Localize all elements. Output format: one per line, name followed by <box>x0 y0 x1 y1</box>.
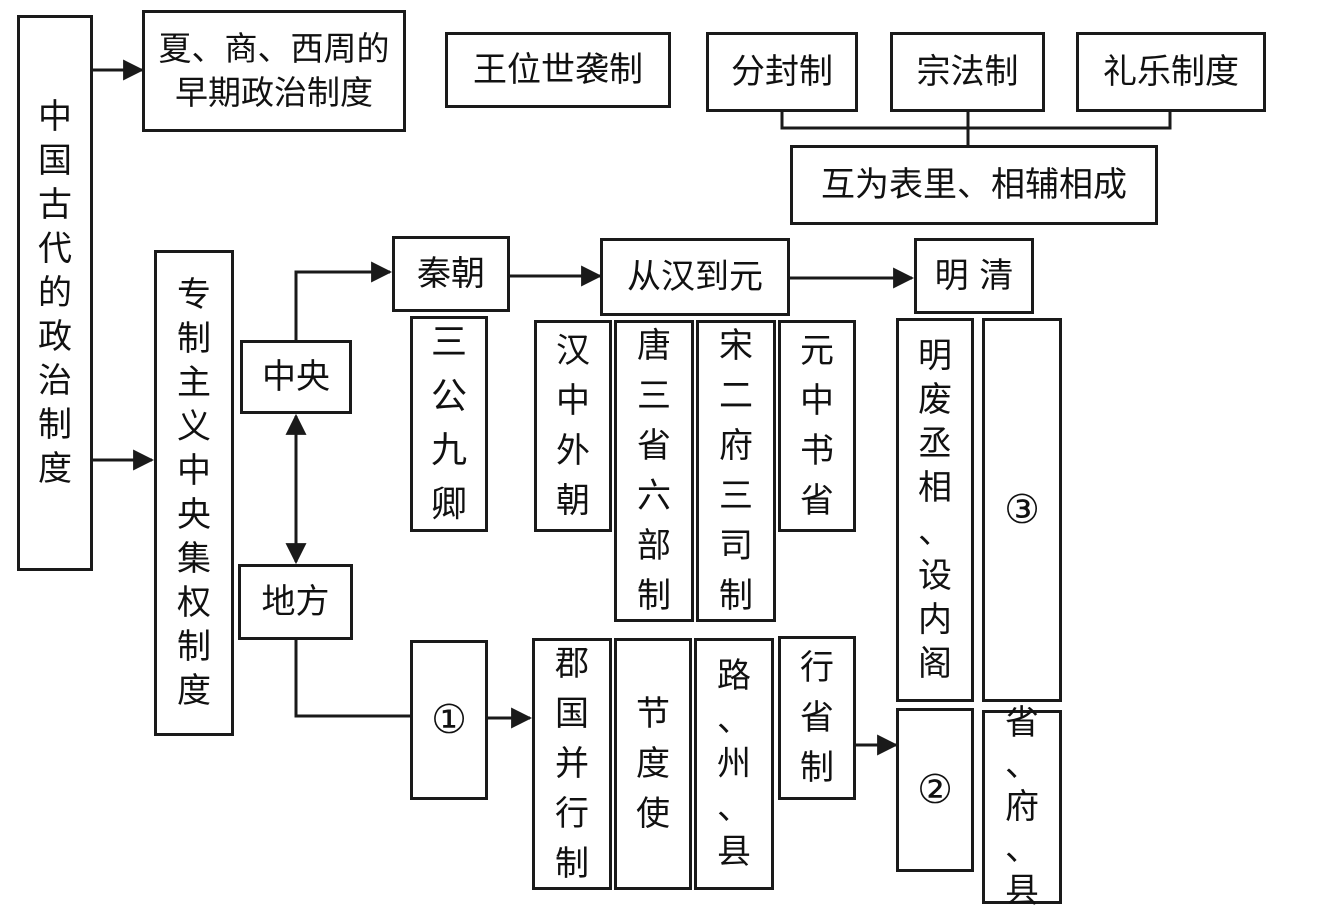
central-han-label: 汉 中 外 朝 <box>556 331 590 521</box>
central-song-box: 宋 二 府 三 司 制 <box>696 320 776 622</box>
bracket-three-systems <box>780 112 1172 130</box>
early-label: 夏、商、西周的 早期政治制度 <box>158 29 390 112</box>
era-mingqing-label: 明 清 <box>934 256 1014 296</box>
era-hanyuan-label: 从汉到元 <box>627 257 763 297</box>
local-xingsheng-box: 行 省 制 <box>778 636 856 800</box>
central-qin-label: 三 公 九 卿 <box>430 322 467 525</box>
era-hanyuan-box: 从汉到元 <box>600 238 790 316</box>
local-blank-2-label: ② <box>917 767 953 813</box>
local-label: 地方 <box>261 582 330 622</box>
root-label: 中 国 古 代 的 政 治 制 度 <box>38 97 72 489</box>
root-box: 中 国 古 代 的 政 治 制 度 <box>17 15 93 571</box>
local-lu-box: 路 、 州 、 县 <box>694 638 774 890</box>
early-item-label: 王位世袭制 <box>473 50 643 90</box>
autocracy-label: 专 制 主 义 中 央 集 权 制 度 <box>177 275 211 711</box>
early-box: 夏、商、西周的 早期政治制度 <box>142 10 406 132</box>
local-blank-1-label: ① <box>431 697 467 743</box>
arrow-central-to-qin <box>294 261 393 340</box>
central-ming-label: 明 废 丞 相 、 设 内 阁 <box>918 336 952 684</box>
era-qin-box: 秦朝 <box>392 236 510 312</box>
early-item-label: 礼乐制度 <box>1103 52 1239 92</box>
relation-box: 互为表里、相辅相成 <box>790 145 1158 225</box>
early-item-label: 分封制 <box>731 52 833 92</box>
central-yuan-box: 元 中 书 省 <box>778 320 856 532</box>
central-han-box: 汉 中 外 朝 <box>534 320 612 532</box>
local-jun-box: 郡 国 并 行 制 <box>532 638 612 890</box>
central-ming-box: 明 废 丞 相 、 设 内 阁 <box>896 318 974 702</box>
central-blank-3-label: ③ <box>1004 487 1040 533</box>
local-sheng-box: 省 、 府 、 县 <box>982 703 1062 911</box>
central-tang-label: 唐 三 省 六 部 制 <box>637 326 671 616</box>
central-blank-3-box: ③ <box>982 318 1062 702</box>
era-mingqing-box: 明 清 <box>914 238 1034 314</box>
local-blank-1-box: ① <box>410 640 488 800</box>
early-item-box: 宗法制 <box>890 32 1045 112</box>
central-box: 中央 <box>240 340 352 414</box>
early-item-label: 宗法制 <box>916 52 1019 92</box>
local-lu-label: 路 、 州 、 县 <box>717 656 751 872</box>
early-item-box: 礼乐制度 <box>1076 32 1266 112</box>
autocracy-box: 专 制 主 义 中 央 集 权 制 度 <box>154 250 234 736</box>
central-tang-box: 唐 三 省 六 部 制 <box>614 320 694 622</box>
local-jun-label: 郡 国 并 行 制 <box>555 644 589 884</box>
local-jiedu-box: 节 度 使 <box>614 638 692 890</box>
local-sheng-label: 省 、 府 、 县 <box>1005 703 1039 911</box>
central-yuan-label: 元 中 书 省 <box>800 331 834 521</box>
local-xingsheng-label: 行 省 制 <box>800 648 834 788</box>
early-item-box: 王位世袭制 <box>445 32 671 108</box>
relation-label: 互为表里、相辅相成 <box>821 165 1127 205</box>
central-qin-box: 三 公 九 卿 <box>410 316 488 532</box>
local-jiedu-label: 节 度 使 <box>636 694 670 834</box>
early-item-box: 分封制 <box>706 32 858 112</box>
era-qin-label: 秦朝 <box>417 254 485 294</box>
local-blank-2-box: ② <box>896 708 974 872</box>
central-label: 中央 <box>262 357 330 397</box>
local-box: 地方 <box>238 564 353 640</box>
central-song-label: 宋 二 府 三 司 制 <box>719 326 753 616</box>
arrow-local-to-qin <box>294 640 410 718</box>
